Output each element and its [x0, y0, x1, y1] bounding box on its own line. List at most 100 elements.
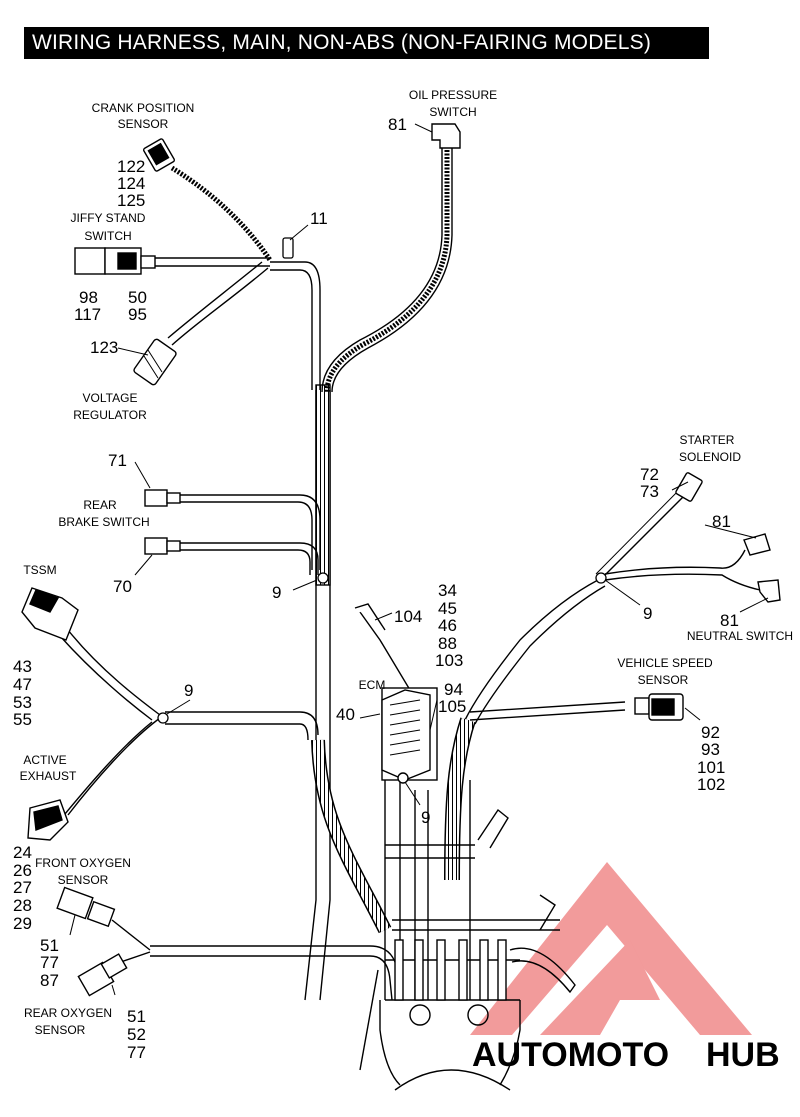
tssm-connector [21, 587, 79, 641]
clip-right-number: 9 [643, 604, 652, 623]
watermark-text-orange: AUTOMOTO [472, 1036, 669, 1074]
front-oxygen-number-2: 77 [40, 953, 59, 972]
clip-top-number: 11 [310, 209, 328, 228]
right-branch-wiring [444, 483, 761, 881]
vehicle-speed-number-3: 101 [697, 758, 725, 777]
clip-9-right-icon [595, 572, 607, 584]
neutral-switch-connector [757, 579, 781, 603]
ecm-side-number-1: 94 [444, 680, 463, 699]
crank-position-label-1: CRANK POSITION [92, 101, 195, 115]
front-oxygen-number-1: 51 [40, 936, 59, 955]
jiffy-right-number-2: 95 [128, 305, 147, 324]
voltage-regulator-label-2: REGULATOR [73, 408, 147, 422]
clip-left-number: 9 [184, 681, 193, 700]
oil-pressure-number: 81 [388, 115, 407, 134]
oxygen-wiring [111, 919, 401, 1001]
rear-brake-connector-top [144, 489, 181, 507]
left-branch-wiring [59, 629, 161, 821]
tssm-label: TSSM [23, 563, 56, 577]
starter-solenoid-connector [675, 472, 703, 502]
jiffy-right-number-1: 50 [128, 288, 147, 307]
rear-oxygen-label-1: REAR OXYGEN [24, 1006, 112, 1020]
ecm-pin-number: 104 [394, 607, 422, 626]
active-exhaust-number-1: 24 [13, 843, 32, 862]
rear-brake-number-bottom: 70 [113, 577, 132, 596]
jiffy-stand-connector [74, 247, 156, 275]
ecm-number-1: 34 [438, 581, 457, 600]
crank-number-1: 122 [117, 157, 145, 176]
rear-oxygen-number-3: 77 [127, 1043, 146, 1062]
ecm-number-5: 103 [435, 651, 463, 670]
active-exhaust-number-3: 27 [13, 878, 32, 897]
starter-ring-terminal [743, 533, 771, 556]
clip-ecm-number: 9 [421, 808, 430, 827]
lower-harness [359, 780, 576, 1091]
ecm-number-4: 88 [438, 634, 457, 653]
jiffy-left-number-1: 98 [79, 288, 98, 307]
rear-brake-connector-bottom [144, 537, 181, 555]
clip-upper-number: 9 [272, 583, 281, 602]
clip-icons [157, 237, 607, 724]
ecm-number-3: 46 [438, 616, 457, 635]
watermark-logo [470, 862, 752, 1035]
starter-number-2: 73 [640, 482, 659, 501]
front-oxygen-label-1: FRONT OXYGEN [35, 856, 131, 870]
vehicle-speed-number-2: 93 [701, 740, 720, 759]
oil-pressure-label-2: SWITCH [429, 105, 476, 119]
title-bar: WIRING HARNESS, MAIN, NON-ABS (NON-FAIRI… [24, 27, 709, 59]
tssm-number-1: 43 [13, 657, 32, 676]
tssm-number-2: 47 [13, 675, 32, 694]
voltage-regulator-label-1: VOLTAGE [83, 391, 138, 405]
watermark-text: AUTOMOTO HUB [472, 1036, 780, 1074]
neutral-switch-label: NEUTRAL SWITCH [687, 629, 793, 643]
active-exhaust-number-2: 26 [13, 861, 32, 880]
oil-pressure-connector [431, 123, 461, 149]
rear-brake-label-2: BRAKE SWITCH [58, 515, 149, 529]
starter-solenoid-label-2: SOLENOID [679, 450, 741, 464]
leader-lines [69, 123, 769, 996]
ecm-module [354, 603, 438, 784]
jiffy-stand-label-2: SWITCH [84, 229, 131, 243]
vehicle-speed-label-2: SENSOR [638, 673, 689, 687]
vehicle-speed-number-1: 92 [701, 723, 720, 742]
oil-pressure-label-1: OIL PRESSURE [409, 88, 497, 102]
rear-brake-number-top: 71 [108, 451, 127, 470]
rear-oxygen-connector [77, 953, 128, 997]
crank-position-label-2: SENSOR [118, 117, 169, 131]
crank-number-2: 124 [117, 174, 145, 193]
ecm-label: ECM [359, 678, 386, 692]
vehicle-speed-number-4: 102 [697, 775, 725, 794]
active-exhaust-number-5: 29 [13, 914, 32, 933]
jiffy-left-number-2: 117 [74, 305, 101, 324]
clip-9-upper-icon [317, 572, 329, 584]
ecm-number-2: 45 [438, 599, 457, 618]
vehicle-speed-connector [634, 693, 684, 721]
front-oxygen-number-3: 87 [40, 971, 59, 990]
labels: CRANK POSITION SENSOR 122 124 125 JIFFY … [13, 88, 793, 1062]
rear-oxygen-number-1: 51 [127, 1007, 146, 1026]
active-exhaust-label-2: EXHAUST [20, 769, 77, 783]
active-exhaust-number-4: 28 [13, 896, 32, 915]
crank-number-3: 125 [117, 191, 145, 210]
active-exhaust-label-1: ACTIVE [23, 753, 66, 767]
starter-ring-number: 81 [712, 512, 731, 531]
starter-solenoid-label-1: STARTER [680, 433, 735, 447]
starter-number-1: 72 [640, 465, 659, 484]
tssm-number-3: 53 [13, 693, 32, 712]
upper-left-wiring [155, 165, 321, 390]
vehicle-speed-label-1: VEHICLE SPEED [617, 656, 713, 670]
rear-oxygen-number-2: 52 [127, 1025, 146, 1044]
clip-9-left-icon [157, 712, 169, 724]
voltage-regulator-connector [133, 338, 177, 386]
jiffy-stand-label-1: JIFFY STAND [71, 211, 146, 225]
front-oxygen-connector [56, 886, 116, 928]
tssm-number-4: 55 [13, 710, 32, 729]
main-trunk [165, 384, 392, 1001]
rear-oxygen-label-2: SENSOR [35, 1023, 86, 1037]
oil-pressure-wire [321, 148, 453, 393]
crank-position-connector [143, 138, 175, 172]
rear-brake-wiring [180, 494, 321, 575]
clip-11-icon [282, 237, 294, 259]
front-oxygen-label-2: SENSOR [58, 873, 109, 887]
